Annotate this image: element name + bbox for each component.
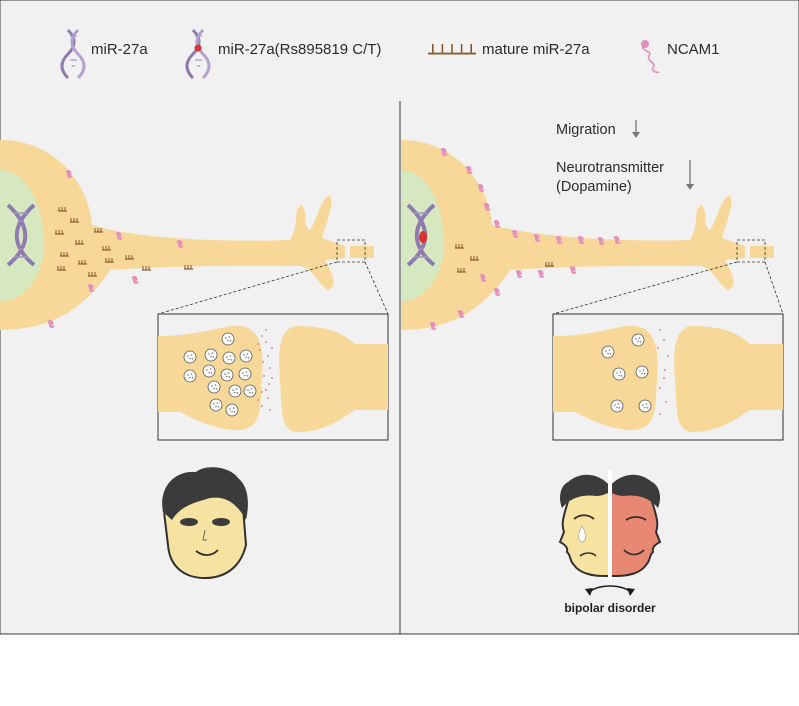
legend-variant-label: miR-27a(Rs895819 C/T) <box>218 41 381 58</box>
variant-legend-icon <box>185 28 211 80</box>
right-nucleus-variant-dna-icon <box>406 203 436 267</box>
migration-label: Migration <box>556 122 616 138</box>
right-synapse-inset <box>552 313 784 441</box>
left-nucleus-dna-icon <box>6 203 36 267</box>
right-neuron <box>401 140 774 330</box>
neurotransmitter-down-arrow <box>686 160 694 190</box>
legend-mirna-label: miR-27a <box>91 41 148 58</box>
migration-down-arrow <box>632 120 640 138</box>
ncam-legend-icon <box>641 40 660 74</box>
right-panel: Migration Neurotransmitter (Dopamine) <box>401 120 784 615</box>
right-released-transmitter <box>657 329 669 415</box>
left-face-icon <box>162 467 248 580</box>
bipolar-face-icon <box>558 470 662 580</box>
left-panel <box>0 140 389 580</box>
legend-mature-label: mature miR-27a <box>482 41 590 58</box>
bipolar-disorder-caption: bipolar disorder <box>564 601 656 615</box>
left-neuron <box>0 140 374 330</box>
legend: miR-27a miR-27a(Rs895819 C/T) mature miR… <box>60 28 720 80</box>
bipolar-double-arrow <box>585 585 635 596</box>
mature-legend-icon <box>428 44 477 55</box>
dopamine-label: (Dopamine) <box>556 179 632 195</box>
neurotransmitter-label: Neurotransmitter <box>556 160 664 176</box>
legend-ncam-label: NCAM1 <box>667 41 720 58</box>
left-released-transmitter <box>257 329 273 411</box>
left-synapse-inset <box>157 313 389 441</box>
